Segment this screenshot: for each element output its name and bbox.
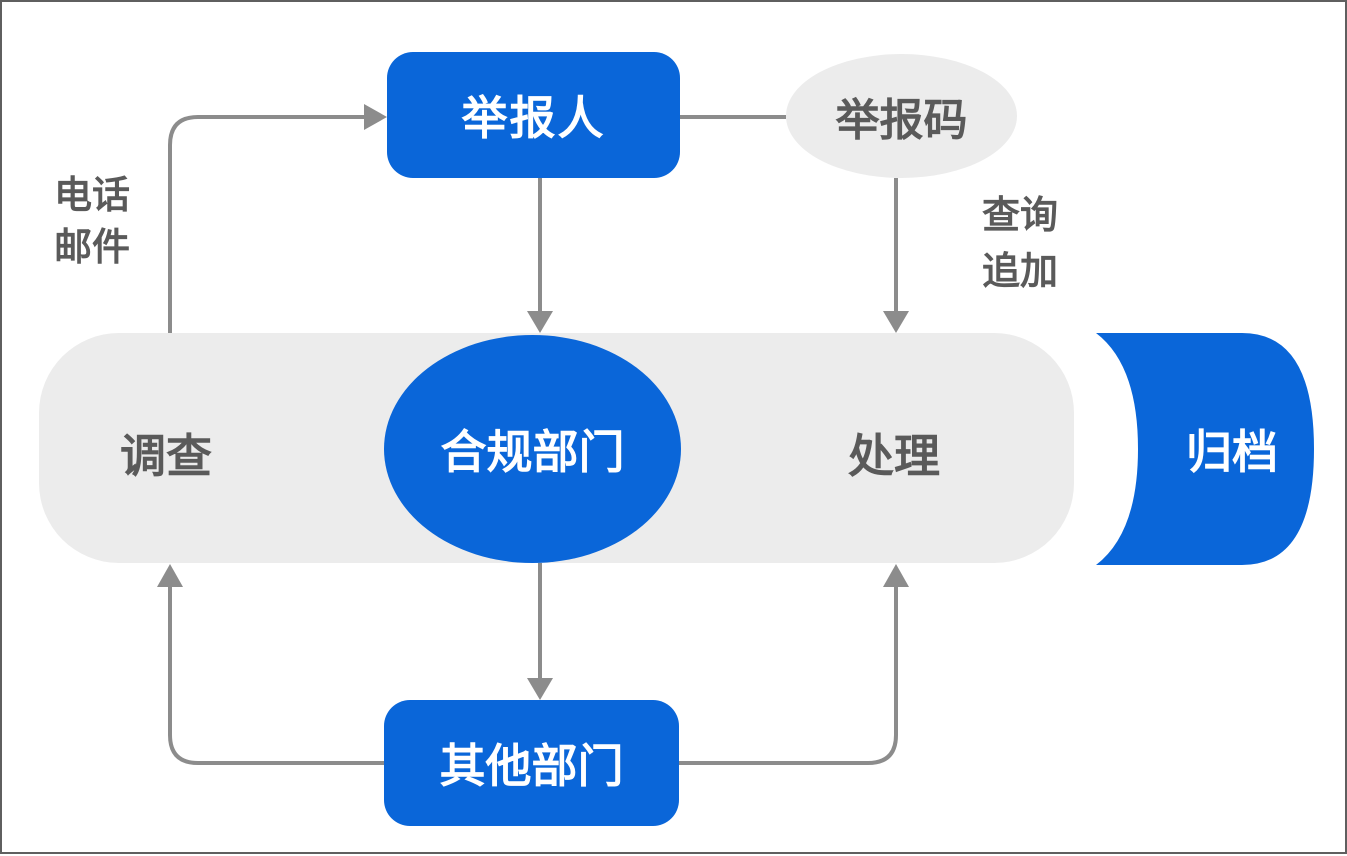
arrowhead-to-other <box>527 678 553 700</box>
query-label: 查询 追加 <box>982 187 1058 299</box>
archive-node: 归档 <box>1186 425 1278 479</box>
handle-label: 处理 <box>848 429 940 483</box>
other-to-handle-connector <box>679 584 898 765</box>
arrowhead-to-compliance <box>527 311 553 333</box>
arrowhead-to-handle <box>883 564 909 587</box>
arrowhead-to-band <box>883 311 909 333</box>
investigate-label: 调查 <box>120 429 212 483</box>
other-departments-node: 其他部门 <box>384 700 679 826</box>
arrowhead-to-reporter <box>364 104 387 130</box>
arrowhead-to-investigate <box>157 564 183 587</box>
channel-label: 电话 邮件 <box>54 169 130 273</box>
channel-label-phone: 电话 <box>54 173 131 217</box>
other-to-investigate-connector <box>168 584 384 765</box>
channel-connector <box>168 115 368 333</box>
report-code-node: 举报码 <box>786 54 1017 178</box>
compliance-node: 合规部门 <box>384 335 681 563</box>
query-label-query: 查询 <box>982 193 1059 237</box>
archive-shape <box>1096 333 1314 565</box>
query-label-append: 追加 <box>982 249 1059 293</box>
channel-label-mail: 邮件 <box>54 225 131 269</box>
reporter-node: 举报人 <box>387 52 680 178</box>
